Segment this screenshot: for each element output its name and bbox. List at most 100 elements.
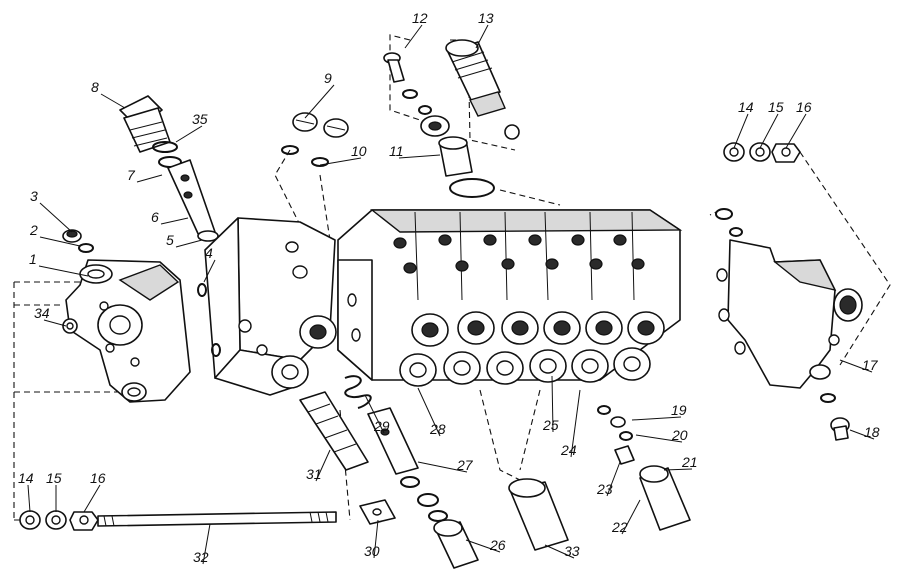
ring-right-b: [729, 227, 743, 237]
valve-assembly-8: [119, 95, 219, 242]
callout-leader-6: [160, 217, 189, 225]
seal-rings-10: [281, 145, 329, 167]
callout-label-4: 4: [205, 245, 213, 261]
callout-leader-10: [319, 157, 362, 166]
seal-ring-2: [78, 243, 94, 253]
washer-12: [402, 89, 418, 99]
callout-leader-26: [465, 539, 501, 553]
o-ring-27c: [428, 510, 448, 522]
callout-leader-2: [39, 236, 81, 247]
callout-label-9: 9: [324, 70, 332, 86]
left-end-cover: [65, 259, 191, 403]
callout-leader-19: [631, 416, 682, 421]
ring-right-a: [715, 208, 733, 220]
spring-29: [344, 375, 372, 409]
nut-12: [420, 115, 450, 137]
callout-leader-32: [202, 523, 211, 565]
callout-label-19: 19: [671, 402, 687, 418]
callout-leader-4: [203, 259, 216, 283]
callout-label-24: 24: [560, 442, 577, 458]
callout-label-31: 31: [306, 466, 322, 482]
callout-leader-12: [404, 24, 423, 49]
callout-leader-17: [839, 359, 873, 373]
right-end-cover: [716, 239, 863, 389]
callout-leader-24: [570, 389, 581, 458]
callout-label-23: 23: [596, 481, 613, 497]
callout-leader-3: [39, 202, 73, 233]
callout-leader-7: [136, 174, 163, 183]
callout-leader-18: [849, 429, 875, 440]
plug-18: [830, 417, 850, 441]
callout-leader-22: [621, 499, 641, 535]
callout-leader-27: [417, 461, 468, 473]
callout-leader-15: [759, 113, 779, 149]
washer-15-right: [749, 142, 771, 162]
callout-leader-30: [373, 519, 379, 559]
callout-label-7: 7: [127, 167, 136, 183]
callout-label-2: 2: [29, 222, 38, 238]
callout-label-13: 13: [478, 10, 494, 26]
callout-leader-31: [315, 449, 331, 482]
tie-rod-32: [97, 511, 337, 527]
callout-leader-28: [417, 387, 441, 437]
callout-label-6: 6: [151, 209, 159, 225]
valve-assembly-13: [445, 39, 520, 140]
cap-33: [508, 478, 569, 551]
callout-leader-29: [364, 394, 385, 434]
nut-16-left: [69, 511, 99, 531]
valve-section-left: [197, 217, 337, 396]
callout-label-11: 11: [389, 143, 404, 159]
callout-label-8: 8: [91, 79, 99, 95]
ring-18: [820, 393, 836, 403]
cap-26: [433, 519, 479, 569]
washer-14-right: [723, 142, 745, 162]
callout-leader-8: [100, 93, 126, 109]
washer-14-left: [19, 510, 41, 530]
callout-label-27: 27: [456, 457, 474, 473]
callout-label-28: 28: [429, 421, 446, 437]
callout-leader-16: [83, 484, 101, 513]
nut-16-right: [771, 143, 801, 163]
valve-parts-19-23: [597, 405, 691, 531]
plug-3: [62, 229, 82, 243]
callout-label-33: 33: [564, 543, 580, 559]
callout-label-14: 14: [738, 99, 754, 115]
callout-leader-25: [551, 375, 554, 433]
callout-label-15: 15: [46, 470, 62, 486]
callout-label-30: 30: [364, 543, 380, 559]
callout-label-20: 20: [671, 427, 688, 443]
callout-label-16: 16: [90, 470, 106, 486]
callout-leader-14: [733, 113, 749, 149]
callout-leader-13: [475, 24, 489, 49]
plug-34: [62, 318, 78, 334]
callout-label-25: 25: [542, 417, 559, 433]
callout-label-10: 10: [351, 143, 367, 159]
callout-leader-20: [635, 434, 683, 443]
washer-30: [359, 499, 396, 525]
callout-leader-11: [398, 154, 441, 159]
callout-label-5: 5: [166, 232, 174, 248]
section-ports: [399, 311, 665, 387]
callout-leader-35: [175, 125, 203, 143]
callout-label-32: 32: [193, 549, 209, 565]
callout-label-35: 35: [192, 111, 208, 127]
callout-label-29: 29: [373, 418, 390, 434]
callout-label-22: 22: [611, 519, 628, 535]
callout-leader-1: [38, 265, 89, 277]
callout-leader-34: [43, 319, 67, 327]
callout-leader-9: [304, 84, 335, 119]
screw-12: [383, 52, 405, 83]
callout-label-16: 16: [796, 99, 812, 115]
callout-leader-33: [544, 544, 575, 559]
callout-label-21: 21: [681, 454, 698, 470]
o-ring-11: [449, 178, 495, 198]
callout-label-12: 12: [412, 10, 428, 26]
callout-label-1: 1: [29, 251, 37, 267]
spool-31: [299, 391, 369, 471]
callout-label-14: 14: [18, 470, 34, 486]
plugs-9: [292, 112, 349, 138]
o-ring-27b: [417, 493, 439, 507]
washer-12b: [418, 105, 432, 115]
section-holes: [393, 234, 645, 274]
callout-leader-16: [785, 113, 807, 149]
